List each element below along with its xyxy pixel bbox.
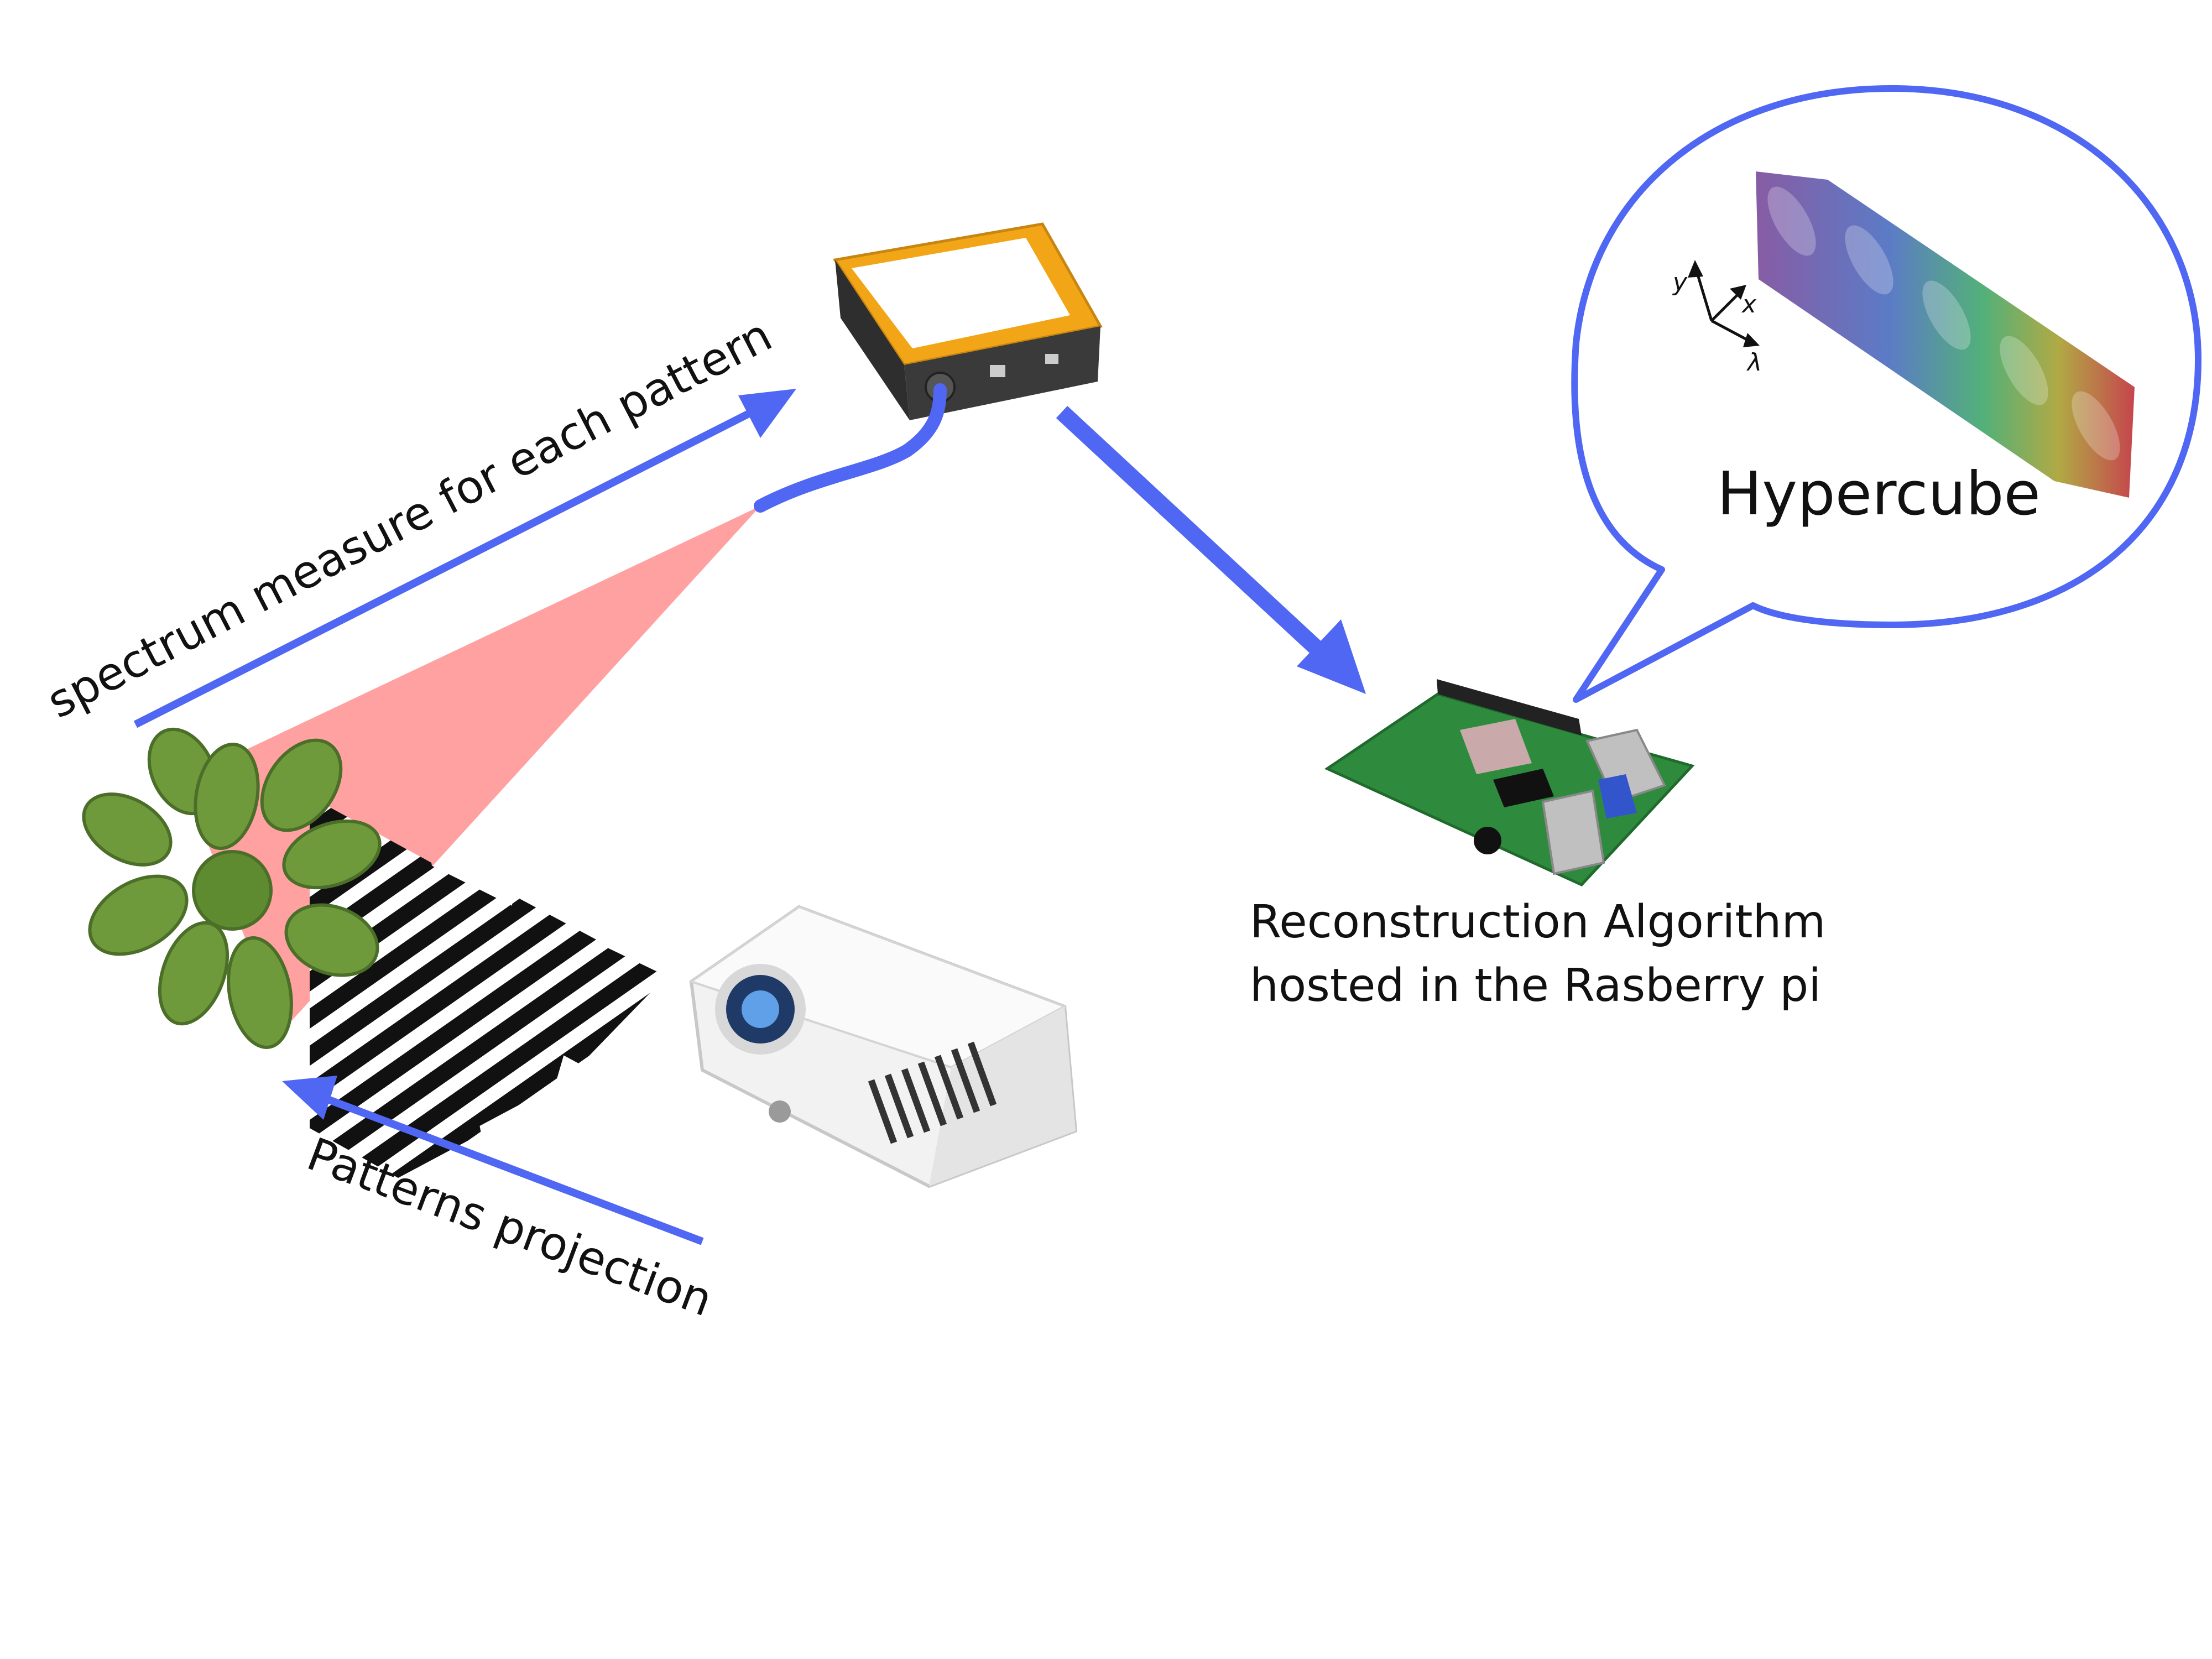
spectrum-label: spectrum measure for each pattern xyxy=(39,309,780,729)
arrow-to-raspberry xyxy=(1056,405,1366,694)
projector-icon xyxy=(688,905,1078,1188)
arrow-spectrum xyxy=(133,389,796,728)
hypercube-bubble xyxy=(1571,85,2201,703)
axis-label-lambda: λ xyxy=(1746,348,1762,377)
axes-icon xyxy=(1688,260,1760,347)
reconstruction-label-line2: hosted in the Rasberry pi xyxy=(1250,959,1821,1012)
reconstruction-label-line1: Reconstruction Algorithm xyxy=(1250,896,1825,948)
hypercube-label: Hypercube xyxy=(1717,460,2041,529)
arrow-projection xyxy=(282,1076,704,1245)
hypercube-image xyxy=(1756,171,2135,498)
fringe-patterns-icon xyxy=(310,796,666,1178)
plant-icon xyxy=(82,727,382,1049)
raspberry-pi-board-icon xyxy=(1324,679,1695,887)
axis-label-y: y xyxy=(1672,268,1688,296)
axis-label-x: x xyxy=(1741,290,1757,319)
spectrometer-icon xyxy=(832,222,1103,420)
optical-fiber xyxy=(754,383,947,513)
